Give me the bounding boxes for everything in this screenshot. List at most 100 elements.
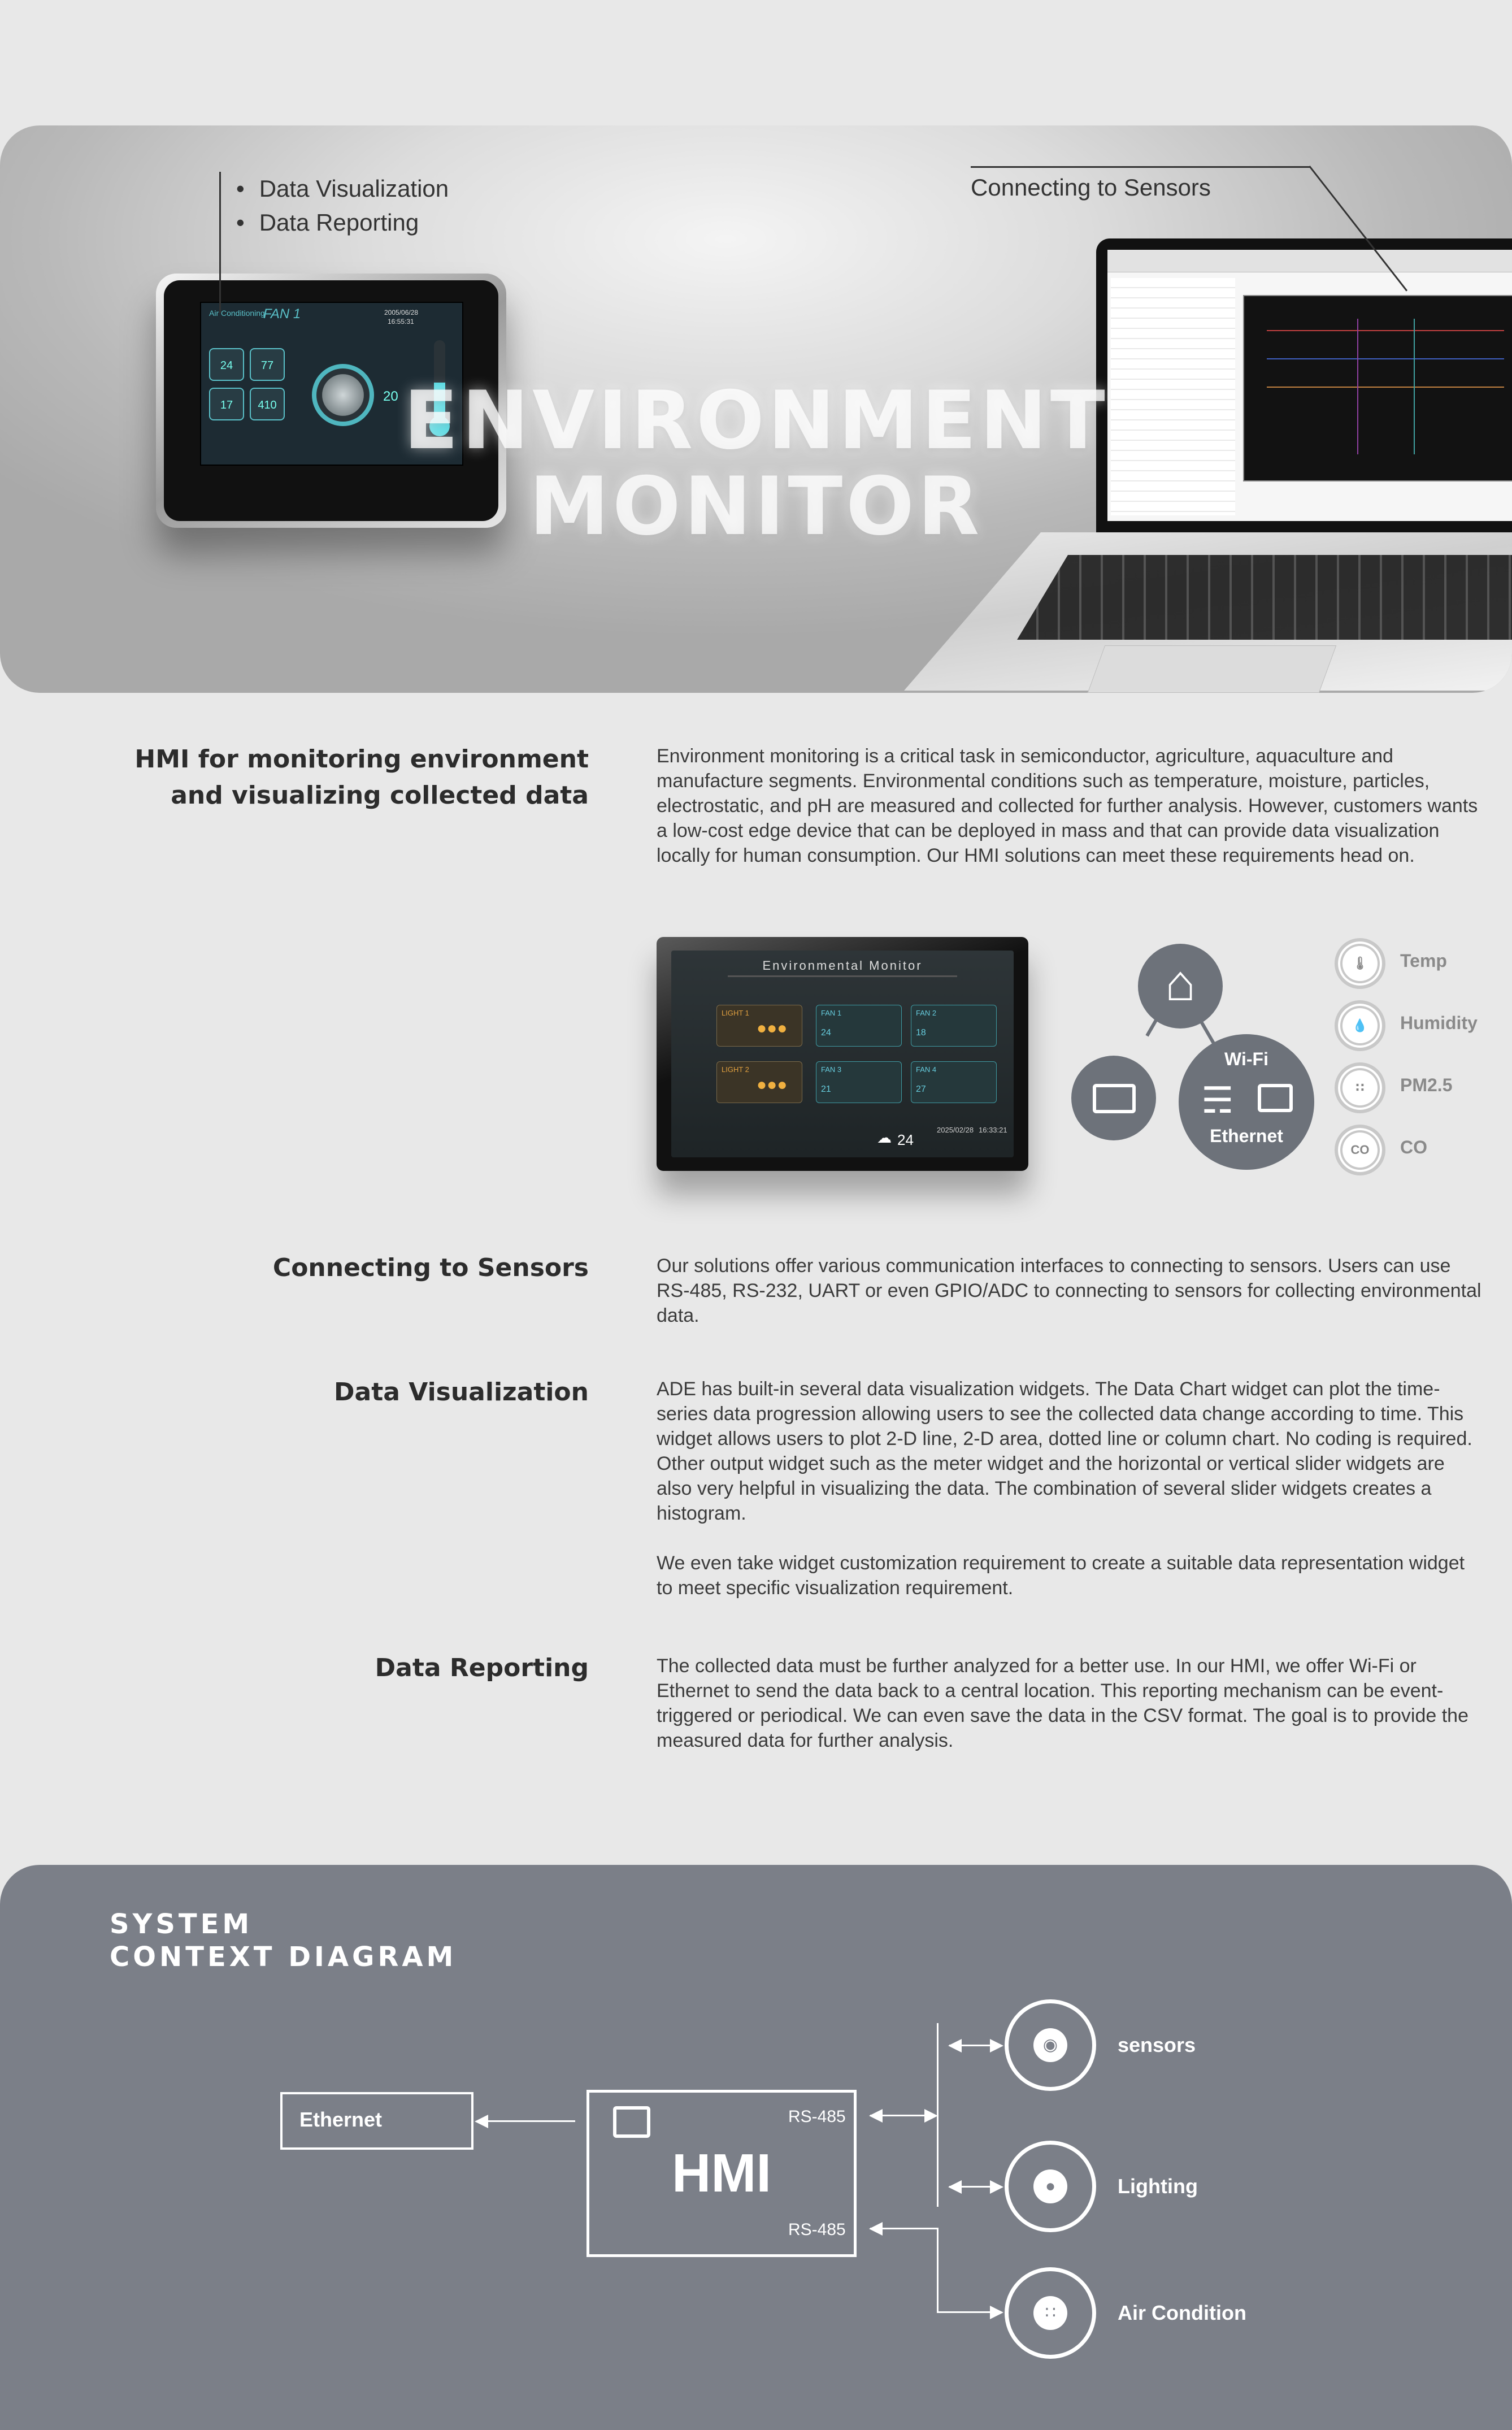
light-tile: LIGHT 2 ●●● bbox=[716, 1061, 802, 1103]
sensor-label-temp: Temp bbox=[1400, 951, 1447, 971]
monitor-temperature: 24 bbox=[897, 1131, 914, 1148]
section-title-reporting: Data Reporting bbox=[375, 1650, 589, 1686]
system-context-diagram: SYSTEM CONTEXT DIAGRAM Ethernet RS-485 H… bbox=[0, 1865, 1512, 2430]
laptop-keyboard bbox=[1017, 555, 1512, 640]
link-lighting bbox=[949, 2186, 1000, 2188]
section-title-hmi: HMI for monitoring environment and visua… bbox=[134, 741, 589, 814]
fan-dial-icon bbox=[312, 364, 374, 426]
ethernet-label: Ethernet bbox=[1210, 1126, 1283, 1146]
fan-tile: FAN 3 21 bbox=[816, 1061, 902, 1103]
light-label: LIGHT 1 bbox=[722, 1009, 749, 1017]
hero-bullet-list: Data Visualization Data Reporting bbox=[236, 172, 449, 240]
monitor-title: Environmental Monitor bbox=[762, 958, 923, 973]
callout-line bbox=[971, 166, 1310, 168]
node-label-aircon: Air Condition bbox=[1118, 2301, 1246, 2324]
section-body-visualization-2: We even take widget customization requir… bbox=[657, 1552, 1465, 1599]
weather-cloud-icon: ☁ bbox=[877, 1129, 892, 1146]
link-port-top bbox=[870, 2115, 932, 2116]
section-body-reporting: The collected data must be further analy… bbox=[657, 1655, 1468, 1751]
section-body-sensors: Our solutions offer various communicatio… bbox=[657, 1255, 1481, 1326]
device-tile: 17 bbox=[209, 388, 244, 420]
fan-tile: FAN 4 27 bbox=[911, 1061, 997, 1103]
monitor-time: 16:33:21 bbox=[979, 1126, 1007, 1134]
port-bottom-label: RS-485 bbox=[788, 2220, 846, 2239]
light-label: LIGHT 2 bbox=[722, 1065, 749, 1074]
thermometer-bulb bbox=[429, 416, 450, 436]
device-tile: 77 bbox=[250, 348, 285, 381]
context-heading: SYSTEM CONTEXT DIAGRAM bbox=[110, 1908, 457, 1973]
device-screen: Air Conditioning FAN 1 2005/06/28 16:55:… bbox=[200, 302, 463, 466]
fan-label: FAN 4 bbox=[916, 1065, 937, 1074]
thermometer-icon bbox=[434, 340, 445, 425]
thermometer-icon: 🌡 bbox=[1335, 938, 1385, 989]
arrow-to-ethernet bbox=[475, 2115, 488, 2128]
particle-icon: ∷ bbox=[1335, 1062, 1385, 1113]
context-heading-line: SYSTEM bbox=[110, 1908, 253, 1940]
monitor-screen: Environmental Monitor LIGHT 1 ●●● LIGHT … bbox=[671, 951, 1014, 1157]
light-bulb-icon: ●●● bbox=[757, 1075, 788, 1094]
link-aircon bbox=[937, 2311, 999, 2313]
fan-value: 21 bbox=[821, 1084, 831, 1094]
port-top-label: RS-485 bbox=[788, 2107, 846, 2126]
light-tile: LIGHT 1 ●●● bbox=[716, 1005, 802, 1047]
device-setpoint: 20 bbox=[383, 389, 398, 404]
hmi-device-image: Air Conditioning FAN 1 2005/06/28 16:55:… bbox=[156, 274, 506, 528]
section-title-sensors: Connecting to Sensors bbox=[273, 1250, 589, 1286]
section-title-line: HMI for monitoring environment bbox=[134, 745, 589, 774]
fan-value: 24 bbox=[821, 1028, 831, 1038]
device-time: 16:55:31 bbox=[388, 318, 414, 326]
app-toolbar bbox=[1107, 250, 1512, 272]
device-header: Air Conditioning bbox=[209, 309, 265, 318]
fan-label: FAN 3 bbox=[821, 1065, 842, 1074]
home-node: ⌂ bbox=[1138, 944, 1223, 1029]
air-condition-icon: ∷ bbox=[1033, 2296, 1067, 2330]
hero-banner: Connecting to Sensors Air Conditioning F… bbox=[0, 125, 1512, 693]
callout-connecting-sensors: Connecting to Sensors bbox=[971, 174, 1211, 201]
fan-value: 27 bbox=[916, 1084, 926, 1094]
sensor-label-pm25: PM2.5 bbox=[1400, 1075, 1453, 1095]
light-bulb-icon: ● bbox=[1033, 2169, 1067, 2203]
sensor-label-co: CO bbox=[1400, 1137, 1427, 1157]
wifi-label: Wi-Fi bbox=[1224, 1049, 1268, 1069]
light-bulb-icon: ●●● bbox=[757, 1019, 788, 1038]
bullet-data-visualization: Data Visualization bbox=[236, 172, 449, 206]
section-title-line: Data Reporting bbox=[375, 1654, 589, 1682]
link-hmi-ethernet bbox=[485, 2120, 575, 2122]
arrow-right bbox=[990, 2039, 1003, 2053]
arrow-right bbox=[990, 2180, 1003, 2194]
link-aircon-vertical bbox=[937, 2228, 939, 2312]
environment-monitor-device: Environmental Monitor LIGHT 1 ●●● LIGHT … bbox=[657, 937, 1028, 1171]
section-title-line: Connecting to Sensors bbox=[272, 1253, 589, 1282]
fan-label: FAN 1 bbox=[821, 1009, 842, 1017]
humidity-icon: 💧 bbox=[1335, 1000, 1385, 1051]
hero-title-line2: MONITOR bbox=[529, 460, 983, 553]
arrow-left bbox=[948, 2180, 962, 2194]
ethernet-box: Ethernet bbox=[280, 2092, 473, 2150]
laptop-touchpad bbox=[1087, 645, 1337, 693]
bullet-callout-line bbox=[219, 172, 221, 313]
aircon-node: ∷ bbox=[1005, 2267, 1096, 2359]
lighting-node: ● bbox=[1005, 2141, 1096, 2232]
fan-label: FAN 2 bbox=[916, 1009, 937, 1017]
hmi-box: RS-485 HMI RS-485 bbox=[586, 2090, 857, 2257]
fan-value: 18 bbox=[916, 1028, 926, 1038]
sensor-icon: ◉ bbox=[1033, 2028, 1067, 2062]
section-title-line: and visualizing collected data bbox=[171, 781, 589, 810]
arrow-to-hmi bbox=[869, 2109, 883, 2123]
app-table bbox=[1111, 278, 1235, 515]
sensors-node: ◉ bbox=[1005, 1999, 1096, 2091]
bus-line bbox=[937, 2023, 939, 2207]
arrow-left bbox=[948, 2039, 962, 2053]
node-label-lighting: Lighting bbox=[1118, 2175, 1198, 2198]
sensor-label-humidity: Humidity bbox=[1400, 1013, 1478, 1033]
hmi-label: HMI bbox=[672, 2143, 771, 2203]
bullet-data-reporting: Data Reporting bbox=[236, 206, 449, 240]
device-mode: FAN 1 bbox=[263, 306, 301, 322]
section-body-hmi: Environment monitoring is a critical tas… bbox=[657, 745, 1478, 866]
fan-tile: FAN 1 24 bbox=[816, 1005, 902, 1047]
laptop-image bbox=[1096, 238, 1512, 532]
co-icon: CO bbox=[1335, 1125, 1385, 1175]
fan-tile: FAN 2 18 bbox=[911, 1005, 997, 1047]
device-tile: 410 bbox=[250, 388, 285, 420]
section-body-visualization: ADE has built-in several data visualizat… bbox=[657, 1378, 1472, 1524]
